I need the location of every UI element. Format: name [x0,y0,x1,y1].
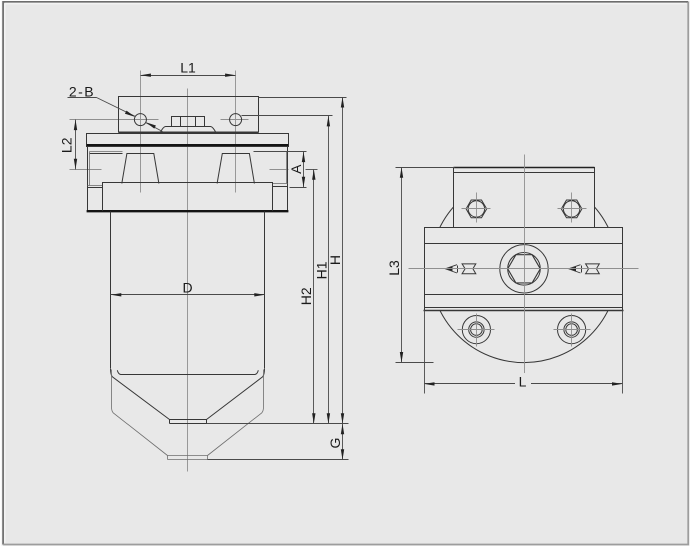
svg-text:2-B: 2-B [69,84,95,100]
svg-text:L2: L2 [59,137,75,153]
svg-text:L3: L3 [386,260,402,276]
svg-text:A: A [288,164,304,174]
svg-text:L: L [519,373,527,389]
svg-text:H: H [327,255,343,265]
svg-text:D: D [182,279,192,295]
svg-text:H1: H1 [313,261,329,279]
svg-text:G: G [327,438,343,449]
svg-text:H2: H2 [298,287,314,305]
svg-text:L1: L1 [180,59,196,75]
